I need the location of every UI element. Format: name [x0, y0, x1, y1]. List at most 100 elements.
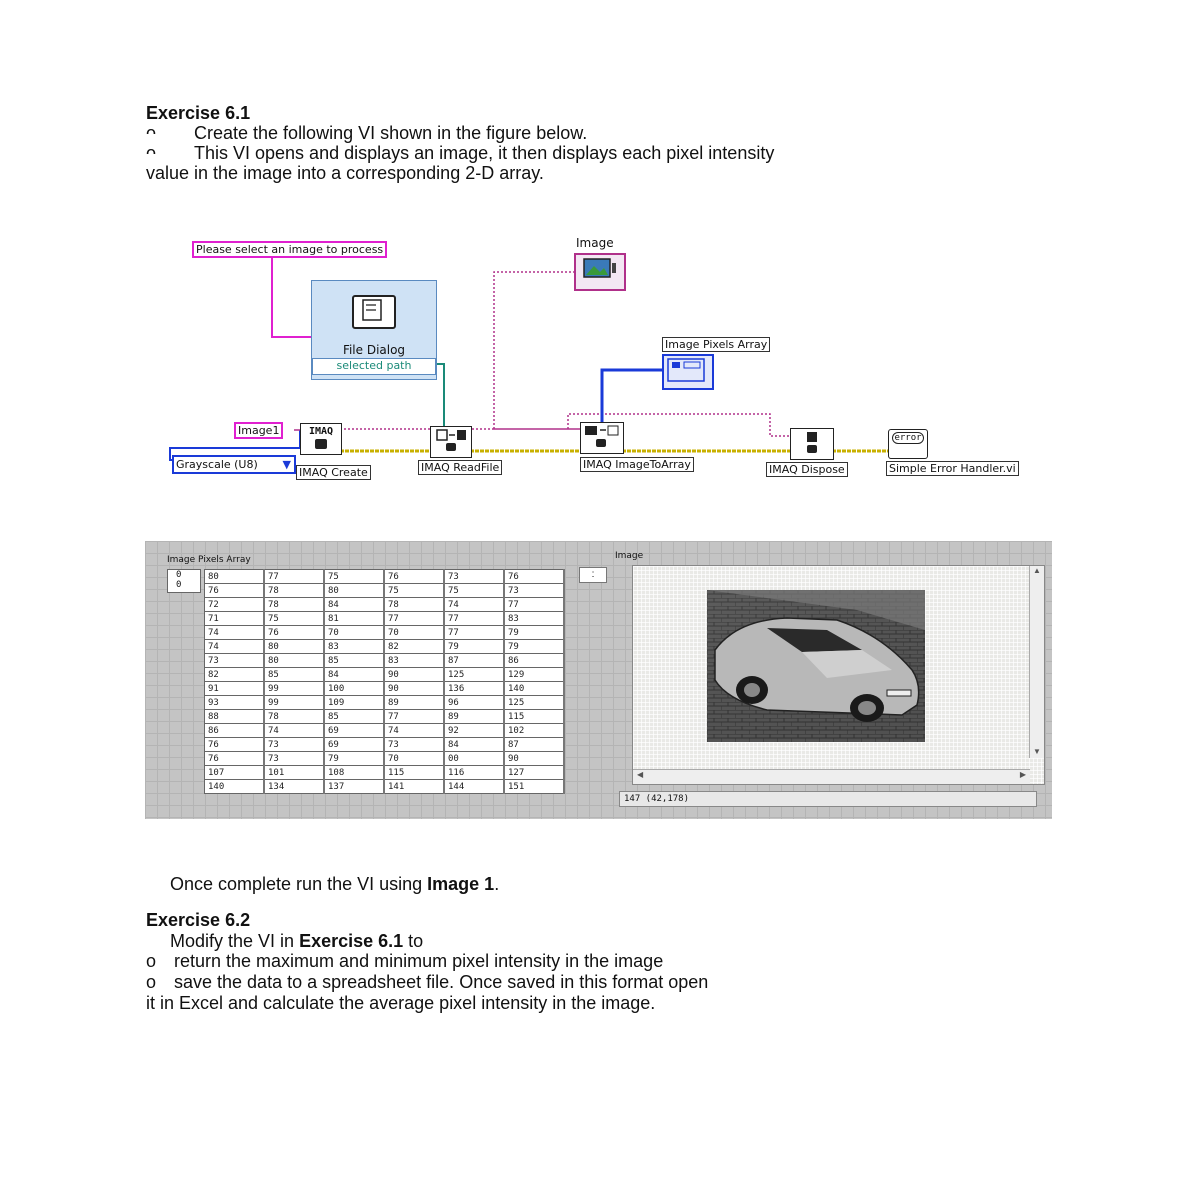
array-cell[interactable]: 89	[443, 709, 505, 724]
array-cell[interactable]: 77	[263, 569, 325, 584]
array-cell[interactable]: 70	[383, 751, 445, 766]
array-cell[interactable]: 69	[323, 723, 385, 738]
array-cell[interactable]: 125	[503, 695, 565, 710]
array-cell[interactable]: 86	[503, 653, 565, 668]
array-cell[interactable]: 75	[323, 569, 385, 584]
array-cell[interactable]: 74	[204, 639, 265, 654]
array-cell[interactable]: 136	[443, 681, 505, 696]
imaq-imagetoarray-node[interactable]	[580, 422, 624, 454]
array-cell[interactable]: 79	[323, 751, 385, 766]
array-cell[interactable]: 115	[503, 709, 565, 724]
array-cell[interactable]: 141	[383, 779, 445, 794]
array-cell[interactable]: 82	[204, 667, 265, 682]
array-cell[interactable]: 99	[263, 681, 325, 696]
array-cell[interactable]: 134	[263, 779, 325, 794]
array-cell[interactable]: 78	[263, 597, 325, 612]
array-cell[interactable]: 73	[204, 653, 265, 668]
array-cell[interactable]: 84	[443, 737, 505, 752]
imaq-dispose-node[interactable]	[790, 428, 834, 460]
array-cell[interactable]: 87	[503, 737, 565, 752]
array-cell[interactable]: 140	[204, 779, 265, 794]
array-cell[interactable]: 79	[443, 639, 505, 654]
array-cell[interactable]: 76	[204, 583, 265, 598]
array-cell[interactable]: 80	[204, 569, 265, 584]
array-cell[interactable]: 75	[263, 611, 325, 626]
array-cell[interactable]: 73	[503, 583, 565, 598]
array-cell[interactable]: 83	[323, 639, 385, 654]
array-cell[interactable]: 88	[204, 709, 265, 724]
horizontal-scrollbar[interactable]: ◀ ▶	[633, 769, 1030, 784]
array-cell[interactable]: 77	[383, 709, 445, 724]
array-cell[interactable]: 84	[323, 667, 385, 682]
array-cell[interactable]: 80	[263, 639, 325, 654]
array-cell[interactable]: 74	[383, 723, 445, 738]
image1-constant[interactable]: Image1	[234, 422, 284, 439]
enum-dropdown-icon[interactable]: ▼	[282, 458, 291, 471]
array-cell[interactable]: 79	[503, 625, 565, 640]
prompt-constant[interactable]: Please select an image to process	[192, 241, 388, 258]
array-cell[interactable]: 101	[263, 765, 325, 780]
array-cell[interactable]: 79	[503, 639, 565, 654]
array-cell[interactable]: 82	[383, 639, 445, 654]
array-cell[interactable]: 90	[383, 681, 445, 696]
array-cell[interactable]: 74	[204, 625, 265, 640]
file-dialog-express-vi[interactable]: File Dialog selected path	[311, 280, 437, 380]
array-cell[interactable]: 77	[503, 597, 565, 612]
array-cell[interactable]: 93	[204, 695, 265, 710]
pixels-array-terminal[interactable]	[662, 354, 714, 390]
array-cell[interactable]: 125	[443, 667, 505, 682]
imaq-readfile-node[interactable]	[430, 426, 472, 458]
array-cell[interactable]: 116	[443, 765, 505, 780]
array-cell[interactable]: 80	[323, 583, 385, 598]
array-cell[interactable]: 77	[383, 611, 445, 626]
array-cell[interactable]: 76	[204, 751, 265, 766]
array-cell[interactable]: 81	[323, 611, 385, 626]
array-index-display[interactable]: 0 0	[167, 569, 201, 593]
array-cell[interactable]: 76	[383, 569, 445, 584]
imaq-create-node[interactable]: IMAQ	[300, 423, 342, 455]
array-cell[interactable]: 96	[443, 695, 505, 710]
array-cell[interactable]: 76	[263, 625, 325, 640]
array-cell[interactable]: 109	[323, 695, 385, 710]
array-cell[interactable]: 140	[503, 681, 565, 696]
array-cell[interactable]: 151	[503, 779, 565, 794]
array-cell[interactable]: 73	[263, 737, 325, 752]
column-index[interactable]: 0	[176, 580, 182, 590]
scroll-down-icon[interactable]: ▼	[1033, 747, 1041, 756]
array-cell[interactable]: 69	[323, 737, 385, 752]
simple-error-handler-node[interactable]: error	[888, 429, 928, 459]
array-cell[interactable]: 102	[503, 723, 565, 738]
array-cell[interactable]: 78	[383, 597, 445, 612]
array-cell[interactable]: 99	[263, 695, 325, 710]
array-cell[interactable]: 83	[383, 653, 445, 668]
scroll-up-icon[interactable]: ▲	[1033, 566, 1041, 575]
array-cell[interactable]: 90	[383, 667, 445, 682]
array-cell[interactable]: 77	[443, 611, 505, 626]
array-cell[interactable]: 91	[204, 681, 265, 696]
array-cell[interactable]: 100	[323, 681, 385, 696]
row-index[interactable]: 0	[176, 570, 182, 580]
array-cell[interactable]: 74	[443, 597, 505, 612]
scroll-right-icon[interactable]: ▶	[1019, 770, 1026, 779]
array-cell[interactable]: 108	[323, 765, 385, 780]
array-cell[interactable]: 73	[383, 737, 445, 752]
array-cell[interactable]: 144	[443, 779, 505, 794]
array-cell[interactable]: 70	[323, 625, 385, 640]
scroll-left-icon[interactable]: ◀	[637, 770, 644, 779]
array-cell[interactable]: 80	[263, 653, 325, 668]
array-cell[interactable]: 137	[323, 779, 385, 794]
image-display[interactable]: ▲ ▼ ◀ ▶	[632, 565, 1045, 785]
array-cell[interactable]: 85	[323, 653, 385, 668]
array-cell[interactable]: 92	[443, 723, 505, 738]
array-cell[interactable]: 86	[204, 723, 265, 738]
array-cell[interactable]: 00	[443, 751, 505, 766]
array-cell[interactable]: 76	[204, 737, 265, 752]
vertical-scrollbar[interactable]: ▲ ▼	[1029, 566, 1044, 758]
array-cell[interactable]: 78	[263, 709, 325, 724]
array-cell[interactable]: 85	[323, 709, 385, 724]
image-indicator-terminal[interactable]	[574, 253, 626, 291]
array-cell[interactable]: 83	[503, 611, 565, 626]
array-cell[interactable]: 127	[503, 765, 565, 780]
array-cell[interactable]: 115	[383, 765, 445, 780]
array-cell[interactable]: 84	[323, 597, 385, 612]
